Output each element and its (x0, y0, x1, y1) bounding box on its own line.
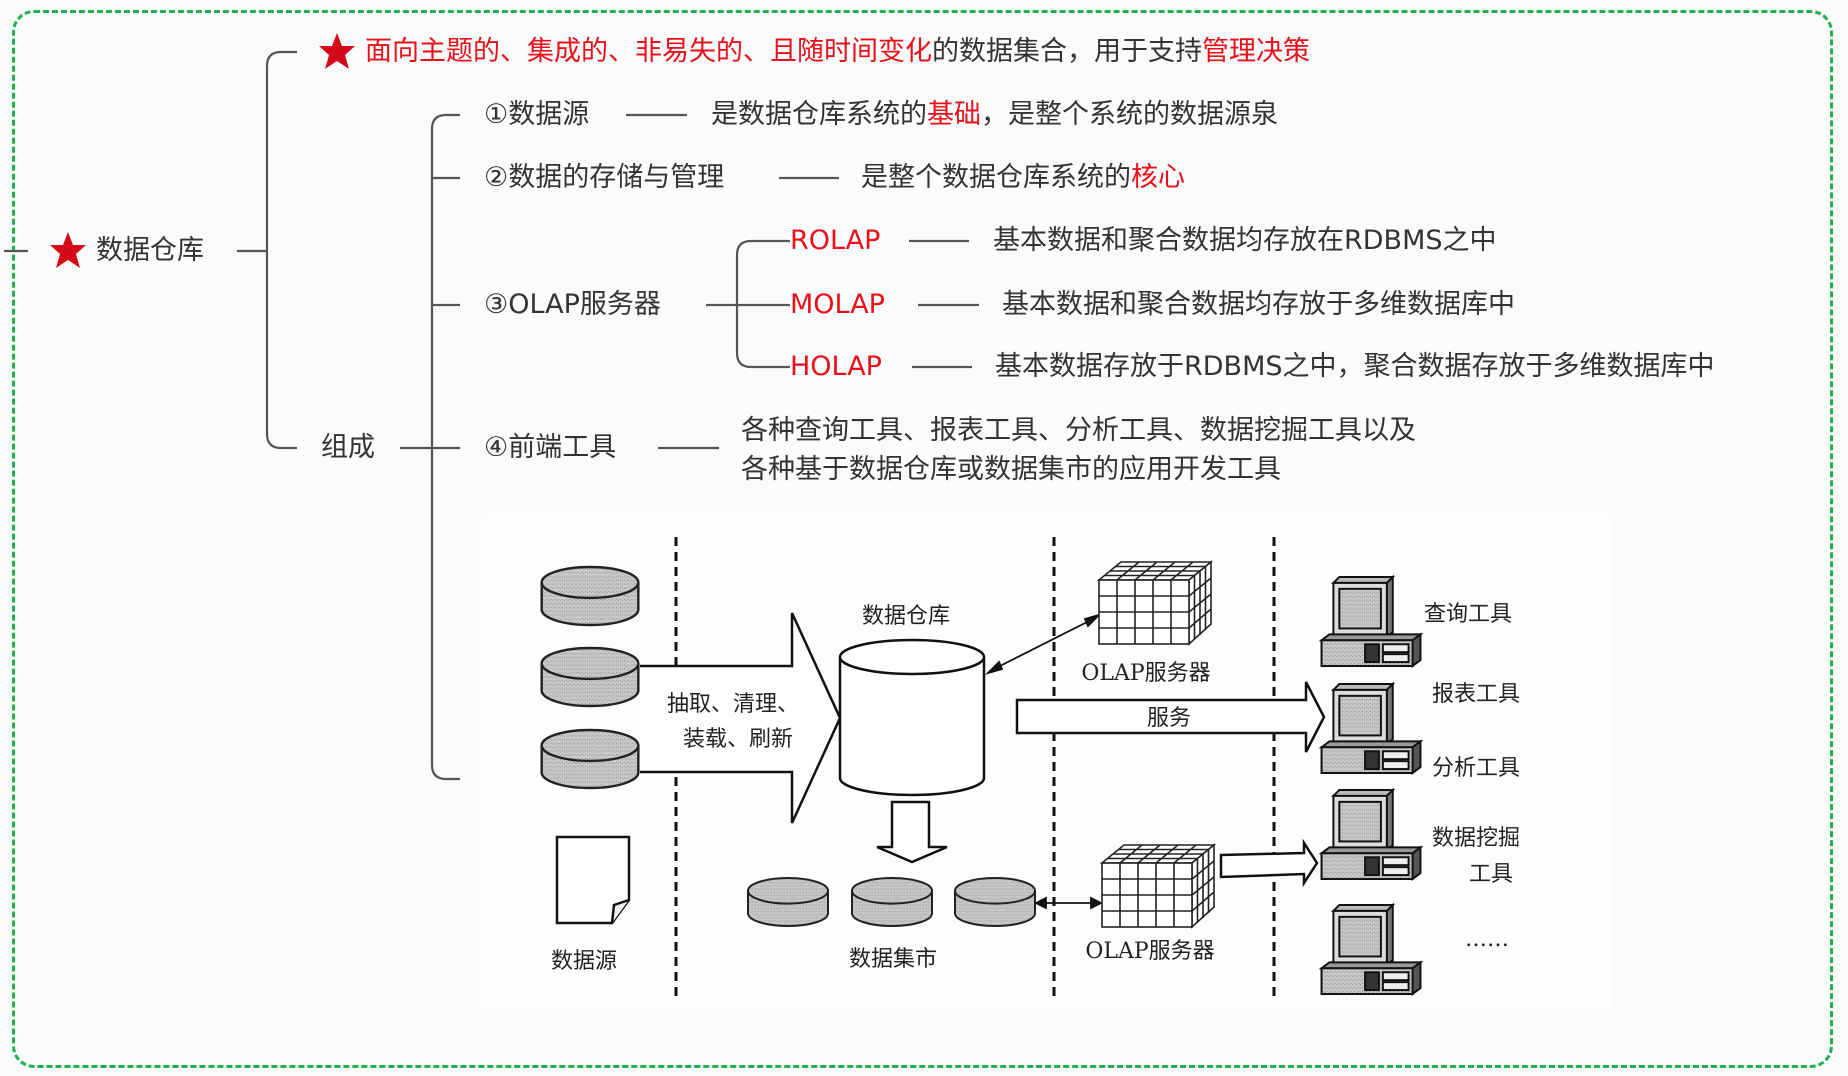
item-storage[interactable]: ②数据的存储与管理 (484, 162, 725, 193)
etl-arrow (640, 612, 842, 824)
tool-mining-line2: 工具 (1469, 862, 1513, 887)
source-label: 数据源 (551, 949, 617, 974)
star-icon (319, 33, 355, 69)
source-database-icon (540, 565, 640, 627)
item-data-source[interactable]: ①数据源 (484, 99, 590, 130)
item-frontend-tools[interactable]: ④前端工具 (484, 432, 617, 463)
data-mart-icon (850, 876, 934, 928)
mindmap-frame (12, 10, 1833, 1068)
tool-more: …… (1465, 927, 1509, 952)
olap-rolap[interactable]: ROLAP (790, 225, 881, 256)
desc-highlight: 基础 (927, 99, 981, 130)
source-database-icon (540, 728, 640, 790)
star-icon (50, 232, 86, 268)
olap-rolap-desc: 基本数据和聚合数据均存放在RDBMS之中 (993, 225, 1497, 256)
service-arrow (1015, 681, 1326, 753)
root-bracket (265, 50, 297, 450)
frontend-desc-line2: 各种基于数据仓库或数据集市的应用开发工具 (741, 454, 1281, 485)
definition-highlight: 面向主题的、集成的、非易失的、且随时间变化 (365, 36, 932, 67)
warehouse-label: 数据仓库 (862, 604, 950, 629)
etl-label-line1: 抽取、清理、 (667, 692, 799, 717)
olap-cube-icon (1101, 844, 1215, 928)
document-icon (555, 835, 631, 925)
etl-label-line2: 装载、刷新 (683, 727, 793, 752)
olap-molap[interactable]: MOLAP (790, 289, 885, 320)
olap-tools-arrow (1219, 838, 1319, 888)
olap-label-1: OLAP服务器 (1081, 661, 1210, 686)
definition-highlight-purpose: 管理决策 (1202, 36, 1310, 67)
data-mart-icon (953, 876, 1037, 928)
olap-cube-icon (1098, 561, 1212, 645)
warehouse-cylinder-icon (838, 638, 986, 797)
tool-query: 查询工具 (1424, 602, 1512, 627)
desc-text: ，是整个系统的数据源泉 (981, 99, 1278, 130)
definition-node[interactable]: 面向主题的、集成的、非易失的、且随时间变化的数据集合，用于支持管理决策 (365, 34, 1310, 70)
tool-mining: 数据挖掘 (1432, 826, 1520, 851)
desc-text: 是整个数据仓库系统的 (861, 162, 1131, 193)
desc-text: 是数据仓库系统的 (711, 99, 927, 130)
warehouse-olap-link (984, 613, 1103, 675)
down-arrow (876, 800, 948, 864)
item-dashes (626, 113, 839, 450)
olap-holap[interactable]: HOLAP (790, 351, 882, 382)
definition-text: 的数据集合，用于支持 (932, 36, 1202, 67)
data-mart-label: 数据集市 (849, 947, 937, 972)
olap-dashes (909, 239, 979, 369)
olap-bracket (735, 239, 790, 369)
computer-icon (1320, 788, 1422, 881)
item-data-source-desc: 是数据仓库系统的基础，是整个系统的数据源泉 (711, 97, 1278, 133)
mart-olap-link (1033, 896, 1104, 910)
computer-icon (1320, 682, 1422, 775)
computer-icon (1320, 575, 1422, 668)
composition-ticks (432, 176, 460, 450)
computer-icon (1320, 903, 1422, 996)
item-olap-server[interactable]: ③OLAP服务器 (484, 289, 661, 320)
tool-report: 报表工具 (1432, 682, 1520, 707)
composition-node[interactable]: 组成 (321, 432, 375, 463)
item-storage-desc: 是整个数据仓库系统的核心 (861, 160, 1185, 196)
source-database-icon (540, 646, 640, 708)
desc-highlight: 核心 (1131, 162, 1185, 193)
olap-molap-desc: 基本数据和聚合数据均存放于多维数据库中 (1002, 289, 1515, 320)
data-mart-icon (746, 876, 830, 928)
frontend-desc-line1: 各种查询工具、报表工具、分析工具、数据挖掘工具以及 (741, 415, 1416, 446)
olap-label-2: OLAP服务器 (1085, 939, 1214, 964)
service-label: 服务 (1147, 706, 1191, 731)
root-node[interactable]: 数据仓库 (96, 235, 204, 266)
tool-analysis: 分析工具 (1432, 756, 1520, 781)
olap-holap-desc: 基本数据存放于RDBMS之中，聚合数据存放于多维数据库中 (995, 351, 1715, 382)
